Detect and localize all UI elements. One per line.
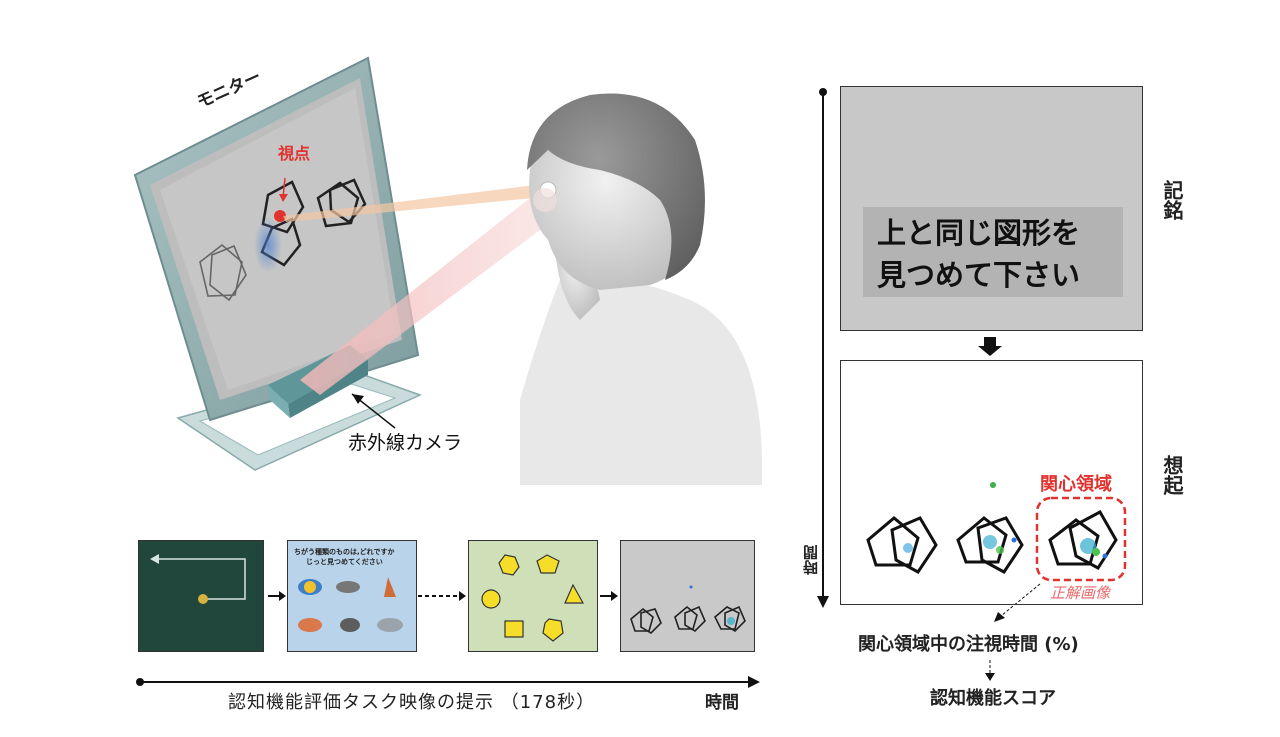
score-label: 認知機能スコア bbox=[930, 688, 1056, 709]
yellow-shape-icons bbox=[481, 554, 585, 642]
gaze-dots bbox=[903, 482, 1108, 559]
task-frame-question: ちがう種類のものは,どれですか じっと見つめてください bbox=[287, 540, 417, 652]
sequence-arrows bbox=[268, 591, 618, 601]
monitor bbox=[133, 56, 420, 422]
fish-icons bbox=[298, 577, 403, 632]
recall-panel bbox=[840, 360, 1143, 605]
metric-label: 関心領域中の注視時間 (%) bbox=[858, 634, 1079, 655]
time-vertical-label: 時間 bbox=[802, 545, 820, 575]
task-frame-shapes bbox=[468, 540, 598, 652]
question-text-2: じっと見つめてください bbox=[306, 558, 383, 566]
question-text-1: ちがう種類のものは,どれですか bbox=[294, 548, 395, 556]
instruction-line-1: 上と同じ図形を bbox=[877, 216, 1081, 250]
roi-label: 関心領域 bbox=[1040, 474, 1112, 495]
small-pentagon-icons bbox=[630, 585, 746, 635]
phase-recall-label: 想起 bbox=[1160, 455, 1184, 495]
gaze-point-label: 視点 bbox=[278, 144, 311, 163]
instruction-box: 上と同じ図形を 見つめて下さい bbox=[863, 207, 1123, 297]
task-frame-recall bbox=[620, 540, 755, 652]
person-silhouette bbox=[520, 93, 762, 485]
ir-camera-label: 赤外線カメラ bbox=[348, 432, 463, 454]
timeline-label: 認知機能評価タスク映像の提示 （178秒） bbox=[228, 692, 596, 713]
phase-memory-label: 記銘 bbox=[1160, 180, 1184, 220]
task-frame-start bbox=[138, 540, 264, 652]
correct-image-label: 正解画像 bbox=[1050, 584, 1111, 602]
instruction-line-2: 見つめて下さい bbox=[877, 258, 1081, 292]
roi-box bbox=[1035, 496, 1127, 582]
down-arrow-icon bbox=[978, 337, 1002, 356]
memory-panel: 上と同じ図形を 見つめて下さい bbox=[840, 86, 1143, 331]
cursor-path-icon bbox=[150, 554, 246, 604]
time-bottom-label: 時間 bbox=[705, 693, 739, 713]
